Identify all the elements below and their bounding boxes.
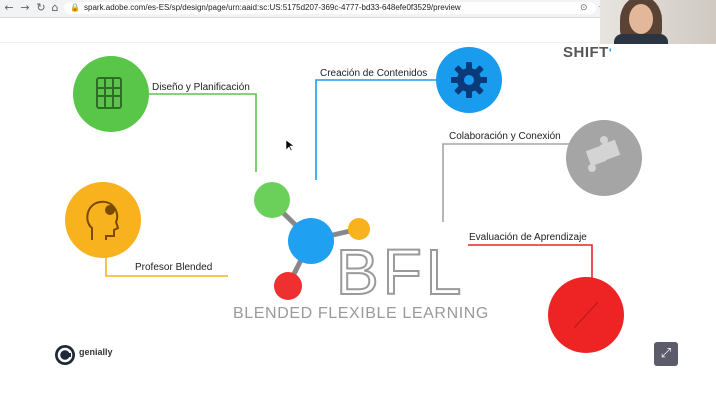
checklist-icon (573, 301, 599, 329)
genially-label: genially (79, 347, 113, 357)
person-shirt (614, 34, 668, 44)
head-gear-icon (86, 200, 120, 240)
gear-icon (451, 62, 487, 98)
atom-red (274, 272, 302, 300)
label-evaluacion: Evaluación de Aprendizaje (469, 232, 587, 243)
creacion-connector (315, 79, 436, 180)
label-colaboracion: Colaboración y Conexión (449, 131, 561, 142)
label-diseno: Diseño y Planificación (152, 82, 250, 93)
back-icon[interactable]: ← (4, 1, 14, 14)
divider (0, 42, 716, 43)
mouse-cursor-icon (286, 140, 294, 152)
home-icon[interactable]: ⌂ (51, 1, 59, 14)
shift-logo-subtitle: ......... (566, 61, 601, 65)
reload-icon[interactable]: ↻ (36, 1, 46, 14)
lock-icon: 🔒 (70, 3, 80, 12)
profesor-connector (105, 256, 228, 277)
person-face (629, 4, 653, 34)
url-text: spark.adobe.com/es-ES/sp/design/page/urn… (84, 3, 461, 12)
address-bar[interactable]: 🔒 spark.adobe.com/es-ES/sp/design/page/u… (64, 2, 596, 14)
genially-logo[interactable]: genially (54, 344, 134, 371)
browser-toolbar: ← → ↻ ⌂ 🔒 spark.adobe.com/es-ES/sp/desig… (0, 0, 716, 18)
atom-yellow (348, 218, 370, 240)
expand-icon: ⤢ (660, 346, 672, 361)
atom-green (254, 182, 290, 218)
spreadsheet-icon (96, 77, 122, 109)
shift-logo: SHIFT' (563, 44, 613, 61)
diseno-connector (148, 93, 257, 172)
colaboracion-connector (442, 143, 570, 222)
label-creacion: Creación de Contenidos (320, 68, 428, 79)
puzzle-icon (585, 136, 621, 172)
atom-blue (288, 218, 334, 264)
bfl-logo-title: BFL (336, 236, 465, 308)
bfl-logo-subtitle: BLENDED FLEXIBLE LEARNING (233, 305, 489, 322)
evaluacion-connector (468, 244, 593, 280)
profesor-circle (65, 182, 141, 258)
label-profesor: Profesor Blended (135, 262, 213, 273)
webcam-video (600, 0, 716, 44)
cast-icon[interactable]: ⊙ (580, 3, 588, 13)
fullscreen-button[interactable]: ⤢ (654, 342, 678, 366)
forward-icon[interactable]: → (20, 1, 30, 14)
page-header-area (0, 18, 600, 42)
diseno-circle (73, 56, 149, 132)
